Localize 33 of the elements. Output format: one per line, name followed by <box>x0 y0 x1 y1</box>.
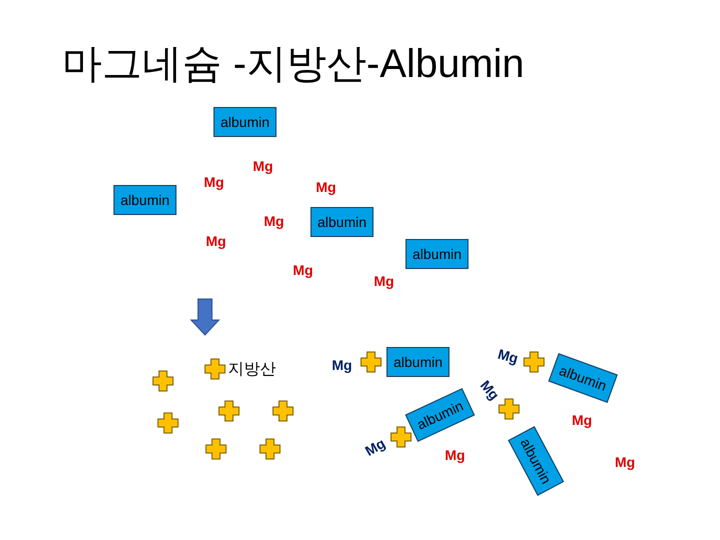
fatty-acid-cross <box>498 398 520 420</box>
magnesium-label: Mg <box>444 447 466 463</box>
magnesium-label: Mg <box>204 174 224 190</box>
magnesium-label: Mg <box>572 412 592 428</box>
albumin-box: albumin <box>405 239 469 269</box>
fatty-acid-cross <box>204 358 226 380</box>
fatty-acid-cross <box>259 438 281 460</box>
fatty-acid-cross <box>152 370 174 392</box>
magnesium-label: Mg <box>477 377 503 403</box>
magnesium-label: Mg <box>362 435 388 459</box>
fatty-acid-cross <box>360 351 382 373</box>
fatty-acid-cross <box>390 426 412 448</box>
albumin-box: albumin <box>213 107 277 137</box>
magnesium-label: Mg <box>374 273 394 289</box>
fatty-acid-cross <box>157 412 179 434</box>
magnesium-label: Mg <box>252 158 274 174</box>
albumin-box: albumin <box>548 353 618 403</box>
fatty-acid-cross <box>272 400 294 422</box>
albumin-box: albumin <box>113 185 177 215</box>
magnesium-label: Mg <box>316 179 336 195</box>
magnesium-label: Mg <box>206 233 226 249</box>
magnesium-label: Mg <box>614 454 636 470</box>
fatty-acid-cross <box>218 400 240 422</box>
fatty-acid-cross <box>523 351 545 373</box>
node-caption: 지방산 <box>228 360 276 380</box>
magnesium-label: Mg <box>332 357 352 373</box>
magnesium-label: Mg <box>292 262 314 278</box>
magnesium-label: Mg <box>264 213 284 229</box>
fatty-acid-cross <box>205 438 227 460</box>
albumin-box: albumin <box>386 347 450 377</box>
title: 마그네슘 -지방산-Albumin <box>62 41 524 88</box>
albumin-box: albumin <box>310 207 374 237</box>
magnesium-label: Mg <box>496 346 520 366</box>
